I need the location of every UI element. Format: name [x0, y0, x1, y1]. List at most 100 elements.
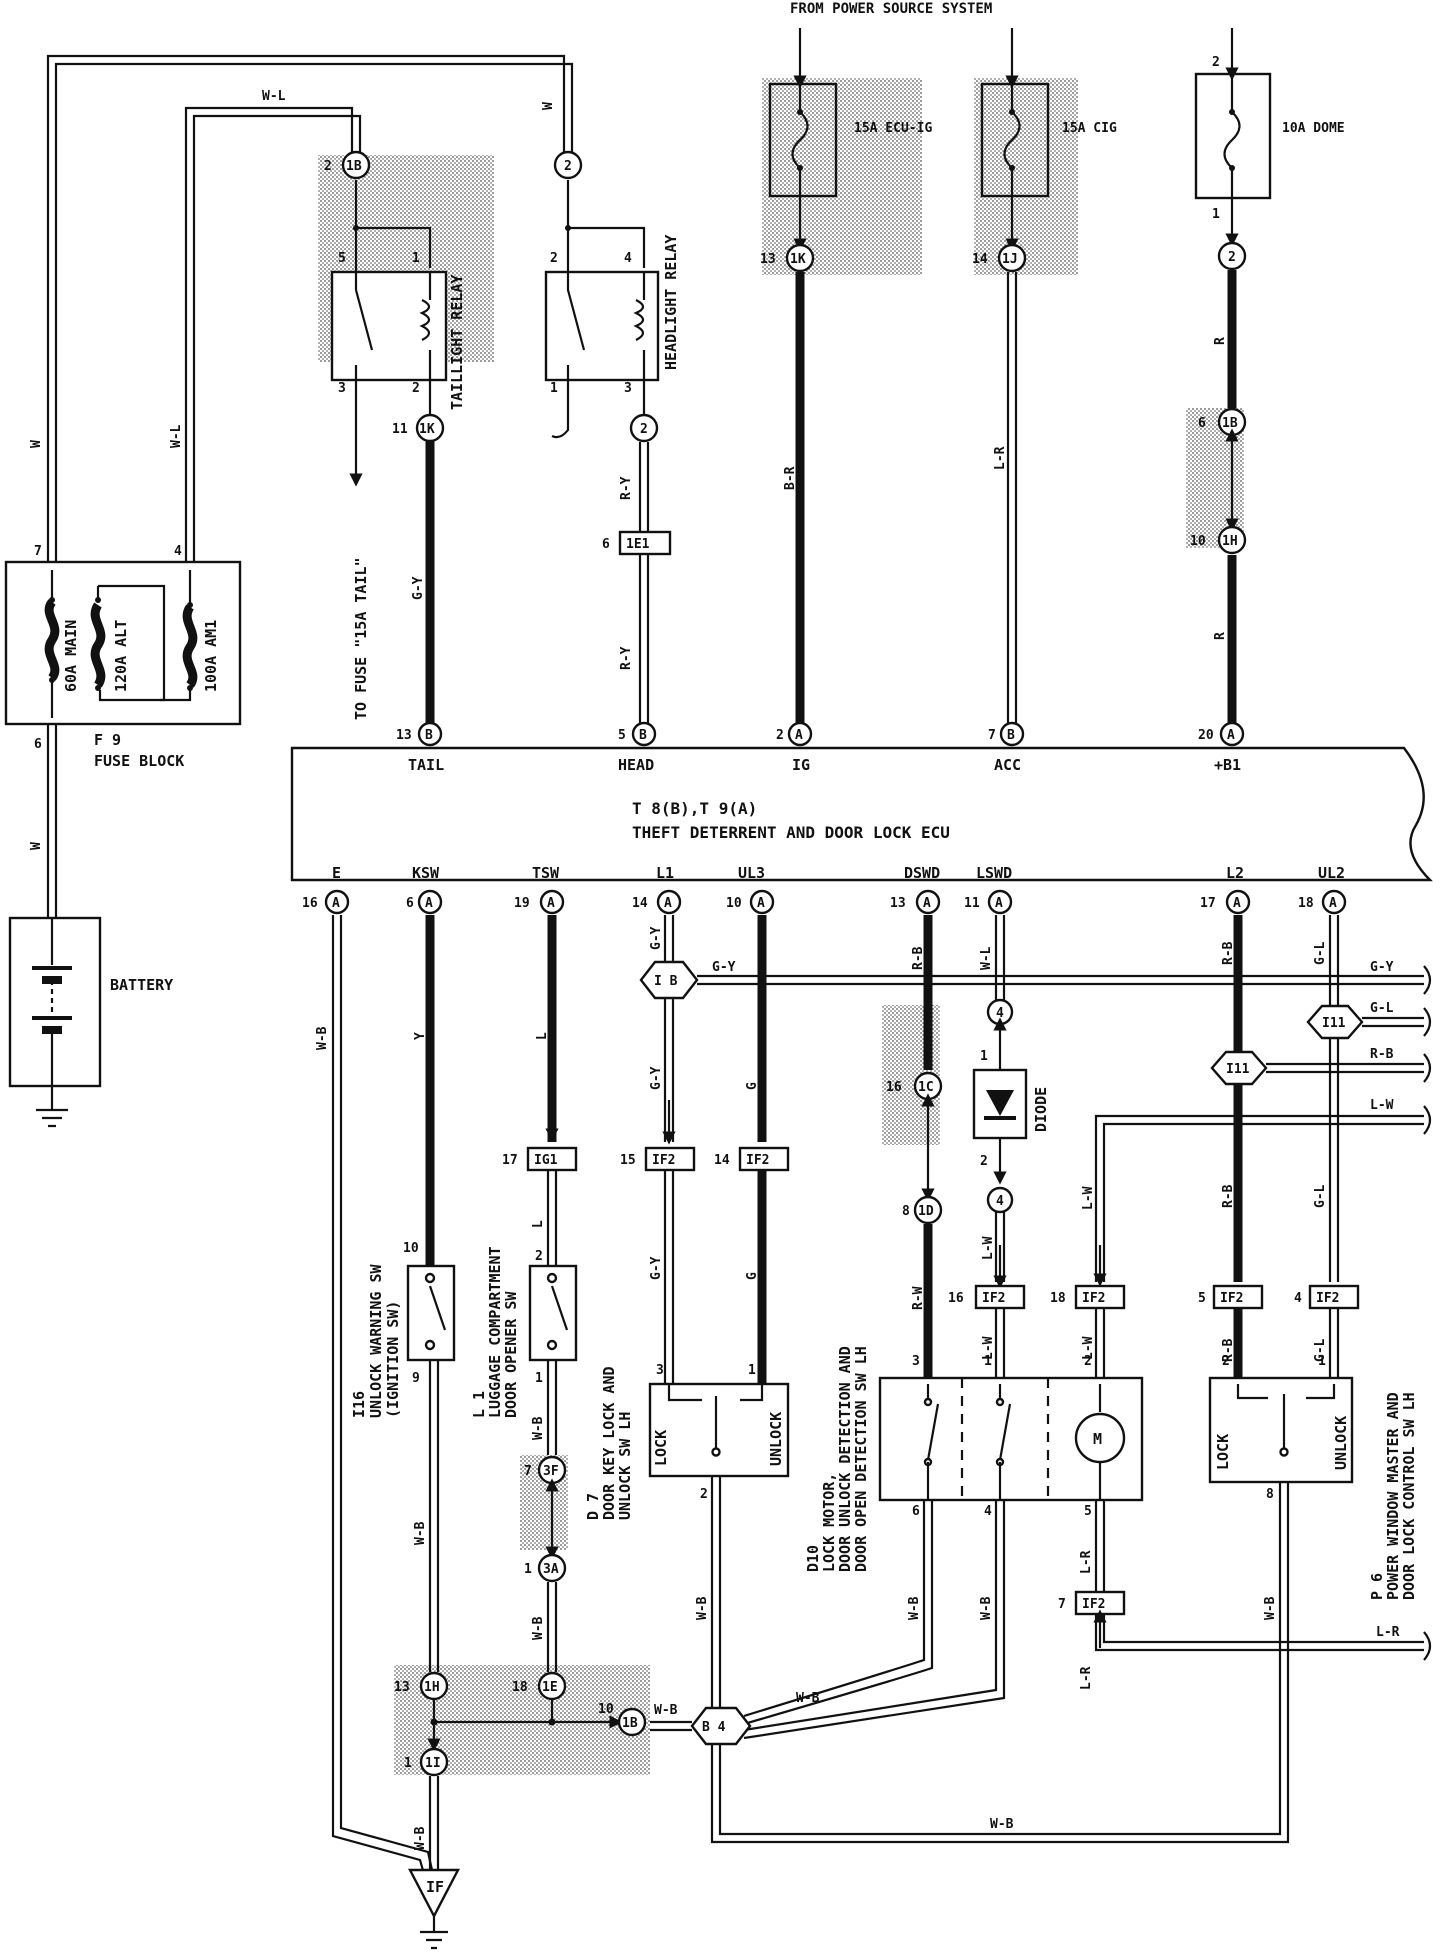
wire-label-g-y-l1b: G-Y: [649, 1066, 664, 1090]
wire-label-l-w-bus: L-W: [1370, 1098, 1394, 1113]
conn-1e1-pin: 6: [602, 537, 610, 552]
conn-1b-dome-pin: 6: [1198, 416, 1206, 431]
fuse-dome: [1194, 28, 1272, 732]
wire-label-w-left: W: [29, 440, 44, 448]
ecu-ul3-num: 10: [726, 896, 742, 911]
conn-4-lower: 4: [996, 1194, 1004, 1209]
ecu-l2-label: L2: [1226, 864, 1244, 882]
lock-motor-block: M: [878, 1376, 1144, 1502]
wire-label-r-b-h: R-B: [1370, 1047, 1394, 1062]
conn-if2-l1: IF2: [652, 1153, 675, 1168]
taillight-relay-label: TAILLIGHT RELAY: [448, 275, 466, 410]
wire-label-w-l-top: W-L: [262, 89, 286, 104]
ecu-ul2-label: UL2: [1318, 864, 1345, 882]
battery: [8, 916, 102, 1128]
i16-name: UNLOCK WARNING SW: [367, 1264, 385, 1418]
d10-l3: DOOR OPEN DETECTION SW LH: [852, 1346, 870, 1572]
ecu-tsw-num: 19: [514, 896, 530, 911]
ecu-b1-label: +B1: [1214, 756, 1241, 774]
wire-label-w-b-tsw2: W-B: [531, 1616, 546, 1640]
wire-label-r-y-upper: R-Y: [619, 476, 634, 500]
wire-label-w-l-lswd: W-L: [979, 946, 994, 970]
p6-pin-8: 8: [1266, 1487, 1274, 1502]
l1-pin-1: 1: [535, 1371, 543, 1386]
conn-2-head-mid: 2: [640, 422, 648, 437]
ecu-ul3-label: UL3: [738, 864, 765, 882]
junction-i11-l2-label: I11: [1226, 1062, 1250, 1077]
conn-if2-lswd-pin: 16: [948, 1291, 964, 1306]
diode: [972, 1040, 1028, 1185]
p6-unlock: UNLOCK: [1332, 1416, 1350, 1470]
wire-label-r-w: R-W: [911, 1286, 926, 1310]
wire-label-w-batt: W: [29, 842, 44, 850]
wire-label-l-r-bus1: L-R: [1079, 1666, 1094, 1690]
wire-label-g-y-l1: G-Y: [649, 926, 664, 950]
ecu-acc-num: 7: [988, 728, 996, 743]
conn-1d-dswd: 1D: [918, 1204, 934, 1219]
wire-label-w-b-bottom: W-B: [990, 1817, 1014, 1832]
conn-1h-gnd-pin: 13: [394, 1680, 410, 1695]
diode-pin-1: 1: [980, 1049, 988, 1064]
junction-i11-ul2: [1306, 1004, 1424, 1040]
wire-label-g-ul3b: G: [745, 1272, 760, 1280]
ecu-b1-conn: A: [1227, 728, 1235, 743]
ecu-head-num: 5: [618, 728, 626, 743]
wire-label-w-b-jb: W-B: [654, 1703, 678, 1718]
junction-ib: [639, 960, 1424, 1000]
ecu-dswd-num: 13: [890, 896, 906, 911]
conn-dome-2: 2: [1228, 250, 1236, 265]
conn-4-upper: 4: [996, 1006, 1004, 1021]
relay-head-pin-2: 2: [550, 251, 558, 266]
wire-label-g-y-l1c: G-Y: [649, 1256, 664, 1280]
ecu-tail-conn: B: [425, 728, 433, 743]
p6-pin-1: 1: [1318, 1354, 1326, 1369]
ecu-tail-num: 13: [396, 728, 412, 743]
battery-label: BATTERY: [110, 976, 173, 994]
conn-1b-dome: 1B: [1222, 416, 1238, 431]
fuse-alt-label: 120A ALT: [112, 620, 130, 692]
conn-2-head-top: 2: [564, 159, 572, 174]
fuse-block-code: F 9: [94, 731, 121, 749]
i16-sub: (IGNITION SW): [384, 1301, 402, 1418]
ecu-tail-label: TAIL: [408, 756, 444, 774]
d7-pin-2: 2: [700, 1487, 708, 1502]
ecu-dswd-conn: A: [923, 896, 931, 911]
conn-1d-dswd-pin: 8: [902, 1204, 910, 1219]
wire-label-w-b-d10a: W-B: [907, 1596, 922, 1620]
conn-1k-label: 1K: [419, 422, 435, 437]
conn-1h-dome-pin: 10: [1190, 534, 1206, 549]
diode-pin-2: 2: [980, 1154, 988, 1169]
ground-if-label: IF: [426, 1878, 444, 1896]
d7-pin-3: 3: [656, 1363, 664, 1378]
wire-label-w-b-ksw: W-B: [413, 1521, 428, 1545]
d10-pin-2: 2: [1084, 1354, 1092, 1369]
conn-if2-l1-pin: 15: [620, 1153, 636, 1168]
conn-if2-ul3: IF2: [746, 1153, 769, 1168]
wire-label-r-dome-2: R: [1213, 632, 1228, 640]
p6-code: P 6: [1368, 1573, 1386, 1600]
conn-1c-dswd-pin: 16: [886, 1080, 902, 1095]
conn-3f: 3F: [543, 1464, 559, 1479]
ecu-lswd-label: LSWD: [976, 864, 1012, 882]
junction-b4-label: B 4: [702, 1720, 726, 1735]
ecu-ul2-num: 18: [1298, 896, 1314, 911]
junction-ib-label: I B: [654, 974, 678, 989]
ecu-bottom-pins: [324, 889, 1347, 915]
p6-pin-2: 2: [1222, 1354, 1230, 1369]
l1-name: LUGGAGE COMPARTMENT: [486, 1246, 504, 1418]
conn-3f-pin: 7: [524, 1464, 532, 1479]
fuse-cig: [980, 28, 1050, 732]
d10-pin-5: 5: [1084, 1504, 1092, 1519]
ecu-codes: T 8(B),T 9(A): [632, 799, 757, 818]
ecu-ksw-num: 6: [406, 896, 414, 911]
d10-l2: DOOR UNLOCK DETECTION AND: [836, 1346, 854, 1572]
junction-b4: [650, 1706, 752, 1746]
luggage-opener-sw: [528, 1264, 578, 1672]
fuse-dome-pin-2: 2: [1212, 55, 1220, 70]
wire-label-w-b-gnd: W-B: [413, 1826, 428, 1850]
d10-pin-4: 4: [984, 1504, 992, 1519]
conn-1k-pin: 11: [392, 422, 408, 437]
ecu-ul2-conn: A: [1329, 896, 1337, 911]
d10-code: D10: [804, 1545, 822, 1572]
